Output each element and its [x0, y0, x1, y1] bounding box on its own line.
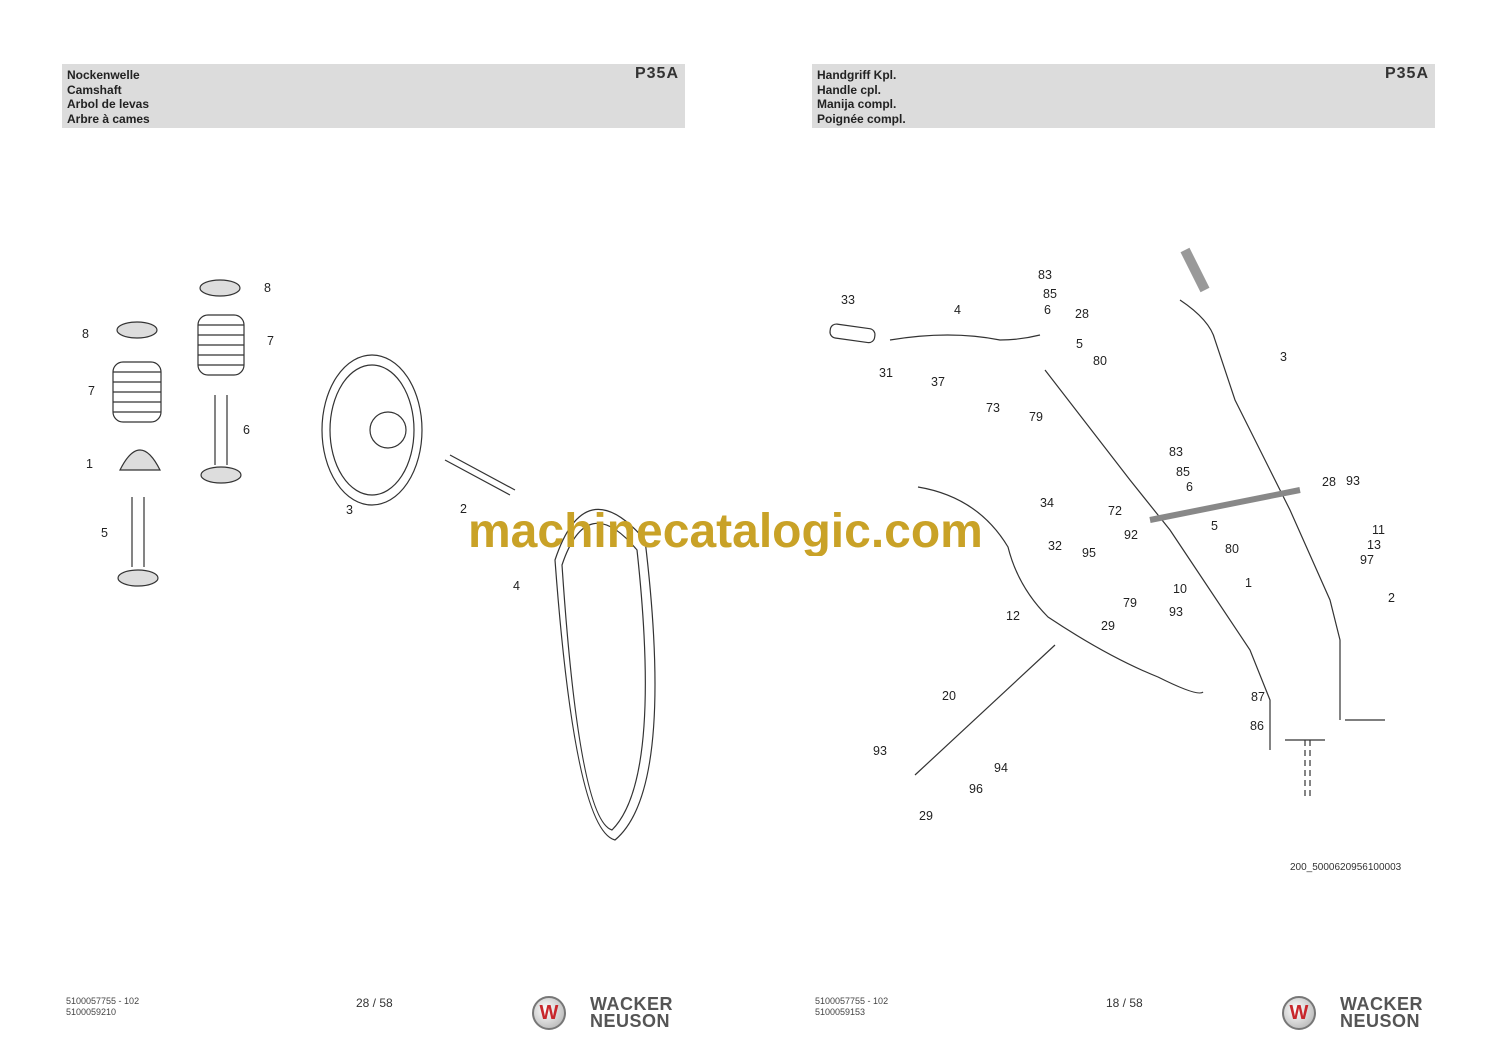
callout: 80 [1093, 354, 1107, 368]
callout: 96 [969, 782, 983, 796]
callout: 83 [1038, 268, 1052, 282]
callout: 12 [1006, 609, 1020, 623]
callout: 5 [101, 526, 108, 540]
doc-number: 5100059153 [815, 1007, 866, 1017]
callout: 37 [931, 375, 945, 389]
model-label: P35A [634, 65, 679, 82]
callout: 93 [1169, 605, 1183, 619]
callout: 86 [1250, 719, 1264, 733]
callout: 8 [264, 281, 271, 295]
callout: 92 [1124, 528, 1138, 542]
callout: 85 [1043, 287, 1057, 301]
callout: 1 [86, 457, 93, 471]
camshaft-exploded-drawing [112, 279, 656, 841]
callout: 87 [1251, 690, 1265, 704]
callout: 8 [82, 327, 89, 341]
callout: 28 [1075, 307, 1089, 321]
callout: 94 [994, 761, 1008, 775]
page-number: 28 / 58 [356, 996, 393, 1010]
callout: 3 [1280, 350, 1287, 364]
title-fr: Poignée compl. [817, 111, 906, 126]
right-page-header: Handgriff Kpl. Handle cpl. Manija compl.… [812, 64, 1435, 128]
callout: 95 [1082, 546, 1096, 560]
right-doc-numbers: 5100057755 - 102 5100059153 [815, 996, 888, 1018]
brand-line: NEUSON [1340, 1011, 1421, 1031]
callout: 4 [954, 303, 961, 317]
callout: 97 [1360, 553, 1374, 567]
brand-line: WACKER [1340, 994, 1423, 1014]
callout: 28 [1322, 475, 1336, 489]
callout: 10 [1173, 582, 1187, 596]
title-en: Handle cpl. [817, 82, 882, 97]
doc-number: 5100057755 - 102 [815, 996, 889, 1006]
logo-w-icon: W [532, 996, 566, 1030]
callout: 11 [1372, 523, 1385, 537]
callout: 29 [919, 809, 933, 823]
brand-line: NEUSON [590, 1011, 671, 1031]
callout: 7 [267, 334, 274, 348]
callout: 31 [879, 366, 893, 380]
callout: 85 [1176, 465, 1190, 479]
callout: 73 [986, 401, 1000, 415]
page-number: 18 / 58 [1106, 996, 1143, 1010]
brand-line: WACKER [590, 994, 673, 1014]
drawing-code: 200_5000620956100003 [1290, 862, 1402, 873]
callout: 6 [1044, 303, 1051, 317]
title-es: Arbol de levas [67, 97, 150, 111]
callout: 2 [460, 502, 467, 516]
callout: 83 [1169, 445, 1183, 459]
title-en: Camshaft [67, 82, 122, 97]
callout: 93 [873, 744, 887, 758]
callout: 6 [1186, 480, 1193, 494]
callout: 5 [1076, 337, 1083, 351]
title-de: Nockenwelle [67, 68, 140, 82]
callout: 5 [1211, 519, 1218, 533]
doc-number: 5100059210 [66, 1007, 117, 1017]
callout: 79 [1029, 410, 1043, 424]
title-de: Handgriff Kpl. [817, 68, 897, 82]
callout: 4 [513, 579, 520, 593]
callout: 3 [346, 503, 353, 517]
callout: 2 [1388, 591, 1395, 605]
callout: 80 [1225, 542, 1239, 556]
left-doc-numbers: 5100057755 - 102 5100059210 [66, 996, 139, 1018]
callout: 29 [1101, 619, 1115, 633]
callout: 13 [1367, 538, 1381, 552]
callout: 79 [1123, 596, 1137, 610]
title-fr: Arbre à cames [67, 111, 150, 126]
watermark: machinecatalogic.com [468, 508, 983, 556]
logo-w-icon: W [1282, 996, 1316, 1030]
left-page-header: Nockenwelle Camshaft Arbol de levas Arbr… [62, 64, 685, 128]
callout: 72 [1108, 504, 1122, 518]
handle-exploded-drawing [829, 247, 1385, 800]
callout: 32 [1048, 539, 1062, 553]
model-label: P35A [1384, 65, 1429, 82]
doc-number: 5100057755 - 102 [66, 996, 140, 1006]
callout: 20 [942, 689, 956, 703]
callout: 1 [1245, 576, 1252, 590]
callout: 33 [841, 293, 855, 307]
callout: 7 [88, 384, 95, 398]
callout: 93 [1346, 474, 1360, 488]
callout: 34 [1040, 496, 1054, 510]
title-es: Manija compl. [817, 97, 897, 111]
callout: 6 [243, 423, 250, 437]
